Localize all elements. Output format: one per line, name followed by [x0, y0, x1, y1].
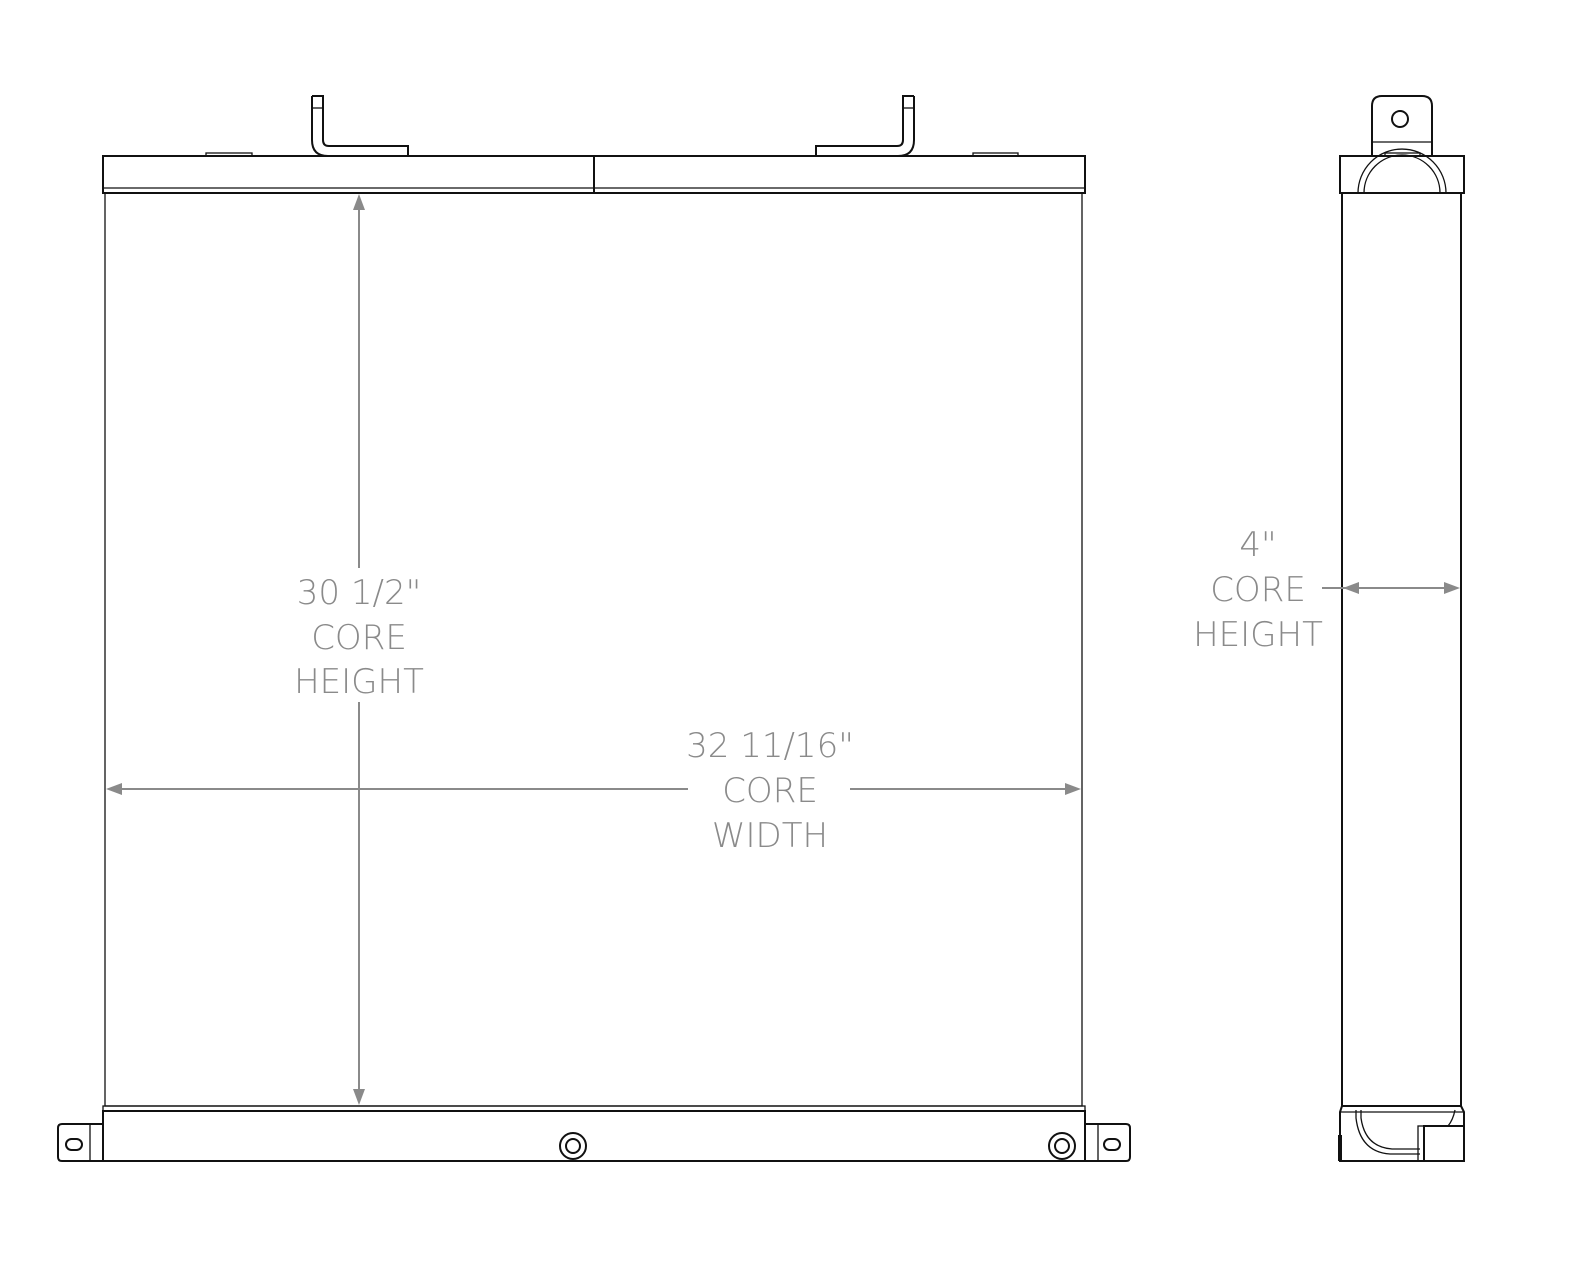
- side-core: [1341, 192, 1462, 1107]
- drain-port-right: [1048, 1132, 1076, 1160]
- top-tank: [102, 155, 1086, 194]
- slot-hole-icon: [65, 1138, 83, 1151]
- core-depth-value: 4": [1239, 525, 1276, 565]
- bottom-left-mount: [57, 1123, 103, 1162]
- core-height-dimension: 30 1/2" CORE HEIGHT: [294, 194, 424, 1105]
- core-depth-dimension: 4" CORE HEIGHT: [1193, 525, 1460, 655]
- side-view: 4" CORE HEIGHT: [1193, 95, 1465, 1162]
- side-bottom-tank: [1338, 1105, 1465, 1162]
- core-width-label-2: WIDTH: [712, 816, 828, 856]
- core-width-value: 32 11/16": [686, 726, 854, 766]
- core-height-label-1: CORE: [311, 618, 407, 658]
- bottom-tank: [102, 1105, 1086, 1162]
- core-depth-label-1: CORE: [1210, 570, 1306, 610]
- top-left-bracket: [311, 95, 409, 157]
- slot-hole-icon: [1103, 1138, 1121, 1151]
- top-right-bracket: [815, 95, 915, 157]
- core: [104, 192, 1083, 1107]
- core-height-value: 30 1/2": [297, 573, 421, 613]
- core-depth-label-2: HEIGHT: [1193, 615, 1323, 655]
- side-mount-tab: [1371, 95, 1433, 157]
- side-top-tank: [1339, 148, 1465, 194]
- drain-port-left: [559, 1132, 587, 1160]
- mount-hole-icon: [1391, 110, 1409, 128]
- core-width-dimension: 32 11/16" CORE WIDTH: [106, 726, 1081, 856]
- core-height-label-2: HEIGHT: [294, 662, 424, 702]
- front-view: 30 1/2" CORE HEIGHT 32 11/16" CORE WIDTH: [57, 95, 1131, 1162]
- bottom-right-mount: [1085, 1123, 1131, 1162]
- core-width-label-1: CORE: [722, 771, 818, 811]
